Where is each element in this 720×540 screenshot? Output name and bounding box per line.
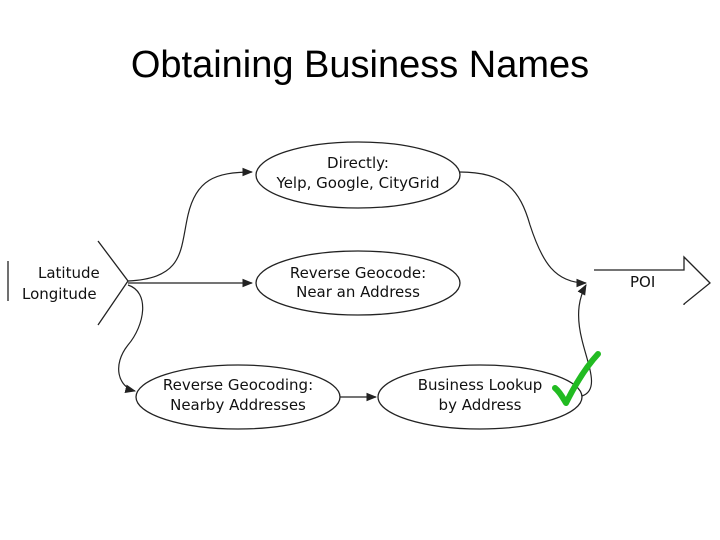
reverse-geocoding-subtitle: Nearby Addresses (170, 396, 306, 414)
directly-title: Directly: (327, 154, 389, 172)
edge-input-to-reverse-geocoding (118, 284, 144, 393)
input-shape (7, 240, 129, 326)
output-poi-label: POI (630, 273, 655, 291)
business-lookup-node (377, 364, 583, 430)
business-lookup-subtitle: by Address (439, 396, 522, 414)
edge-input-to-directly (127, 167, 254, 282)
business-lookup-title: Business Lookup (418, 376, 543, 394)
output-shape (594, 255, 711, 305)
reverse-geocoding-title: Reverse Geocoding: (163, 376, 313, 394)
input-longitude-label: Longitude (22, 285, 97, 303)
check-mark-icon (552, 351, 601, 406)
slide-title: Obtaining Business Names (130, 44, 590, 86)
reverse-geocode-node (255, 250, 461, 316)
reverse-geocode-subtitle: Near an Address (296, 283, 420, 301)
reverse-geocode-title: Reverse Geocode: (290, 264, 426, 282)
directly-node (255, 141, 461, 209)
edge-business-lookup-to-poi (577, 284, 592, 397)
input-latitude-label: Latitude (38, 264, 100, 282)
directly-sources: Yelp, Google, CityGrid (276, 174, 440, 192)
edge-directly-to-poi (459, 171, 588, 288)
